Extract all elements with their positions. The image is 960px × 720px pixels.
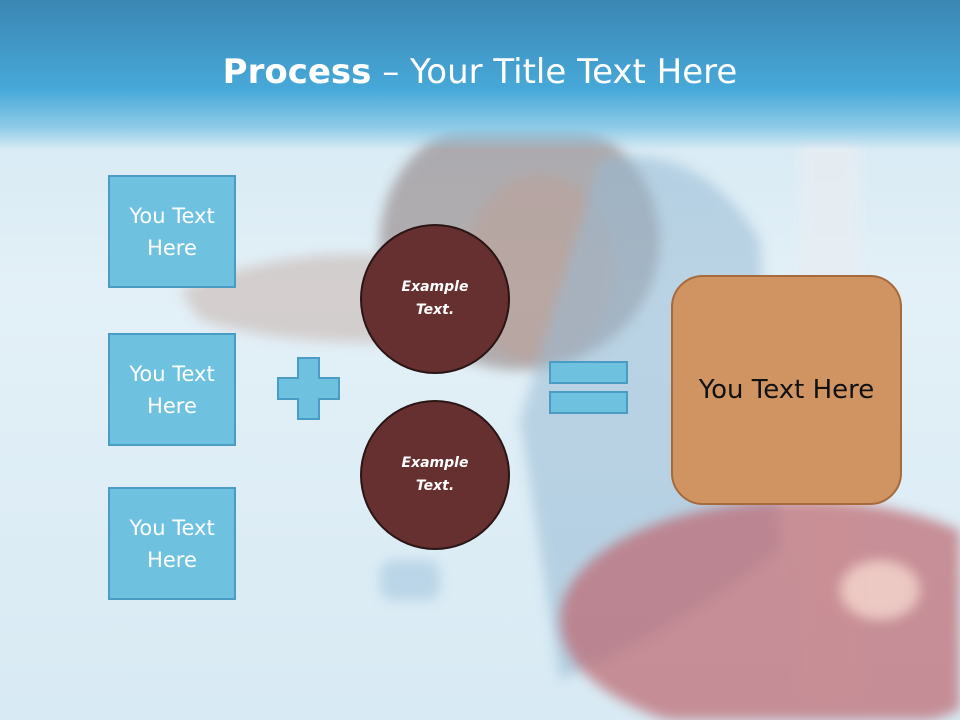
text-box-label: You Text Here <box>129 203 215 260</box>
text-box-label: You Text Here <box>129 361 215 418</box>
slide-title: Process – Your Title Text Here <box>0 52 960 92</box>
example-circle-2[interactable]: Example Text. <box>360 400 510 550</box>
result-box[interactable]: You Text Here <box>671 275 902 505</box>
text-box-1[interactable]: You Text Here <box>108 175 236 288</box>
circle-label: Example Text. <box>401 279 469 318</box>
example-circle-1[interactable]: Example Text. <box>360 224 510 374</box>
circle-label: Example Text. <box>401 455 469 494</box>
result-label: You Text Here <box>698 375 875 405</box>
text-box-2[interactable]: You Text Here <box>108 333 236 446</box>
text-box-label: You Text Here <box>129 515 215 572</box>
equals-icon <box>549 361 628 414</box>
text-box-3[interactable]: You Text Here <box>108 487 236 600</box>
title-rest: Your Title Text Here <box>410 52 738 92</box>
title-bar <box>0 0 960 150</box>
title-bold: Process <box>222 52 372 92</box>
title-dash: – <box>371 52 411 92</box>
plus-icon <box>277 357 340 420</box>
